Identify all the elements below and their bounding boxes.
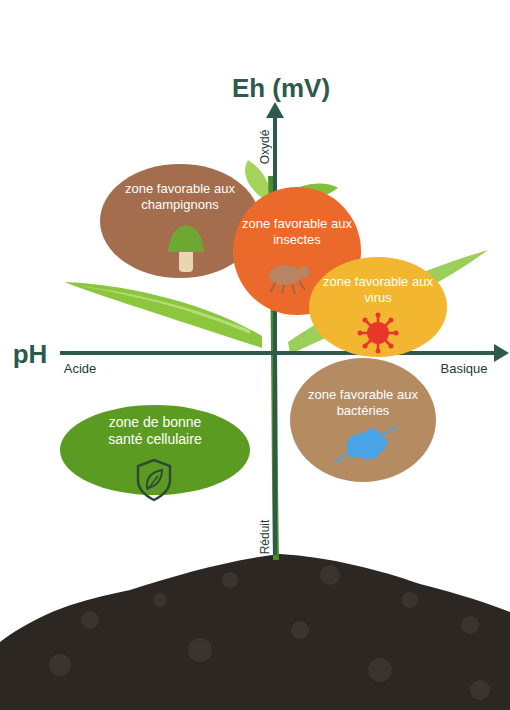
virus-tip [358,331,363,336]
soil-clump [49,654,71,676]
virus-spike [360,332,396,335]
zone-label: zone favorable aux virus [323,274,433,306]
shield-leaf [147,470,162,488]
bacterium-flagellum [382,426,396,436]
virus-tip [363,344,368,349]
virus-tip [394,331,399,336]
zone-label: zone de bonne santé cellulaire [101,414,209,448]
soil-clump [291,621,309,639]
insect-icon [269,265,310,294]
virus-body [367,322,389,344]
axis-title: pH [13,339,48,370]
virus-tip [376,349,381,354]
soil-clump [461,616,479,634]
shield-icon [138,460,170,500]
zone-label: zone favorable aux bactéries [308,387,418,419]
zone-ellipse: zone favorable aux bactéries [290,358,436,482]
soil-clump [470,680,490,700]
zone-shape [309,257,447,357]
virus-spike [377,315,380,351]
insect-head [298,266,310,278]
insect-body [269,265,301,285]
virus-tip [363,318,368,323]
soil-clump [222,572,238,588]
zone-label: zone favorable aux insectes [242,216,352,248]
leaf [64,282,262,348]
virus-tip [389,318,394,323]
axis-arrowhead [266,102,284,118]
axis-title: Eh (mV) [232,73,330,104]
mushroom-cap [168,225,204,252]
insect-leg [299,281,305,290]
mushroom-stem [179,248,193,272]
axis-end-label: Oxydé [258,130,272,165]
insect-leg [292,284,295,294]
virus-icon [358,313,399,354]
virus-tip [376,313,381,318]
axis-arrowhead [494,344,509,362]
bacterium-flagellum [334,452,348,462]
axis-end-label: Réduit [258,520,272,555]
soil-clump [368,658,392,682]
mushroom-icon [168,225,204,272]
soil [0,554,510,710]
zone-fill [309,257,447,357]
bacterium-icon [334,426,396,462]
soil-clump [188,638,212,662]
insect-leg [282,284,284,294]
zone-label: zone favorable aux champignons [125,181,235,213]
zone-fill [60,405,250,495]
zone-fill [290,358,436,482]
insect-leg [270,282,276,292]
eh-axis [273,116,277,555]
soil-clump [320,565,340,585]
axis-end-label: Basique [441,361,488,376]
zone-ellipse: zone favorable aux virus [309,257,447,357]
zone-shape [290,358,436,482]
ph-axis [60,351,496,355]
bacterium-body [347,429,387,460]
virus-tip [389,344,394,349]
soil-clump [81,611,99,629]
virus-spike [365,320,391,346]
virus-spike [365,320,391,346]
shield-leaf-vein [147,476,158,490]
soil-clump [402,592,418,608]
axis-end-label: Acide [64,361,97,376]
soil-clumps [49,565,490,700]
soil-clump [153,593,167,607]
zone-ellipse: zone de bonne santé cellulaire [60,405,250,495]
shield-outline [138,460,170,500]
leaf-highlight [80,286,250,334]
